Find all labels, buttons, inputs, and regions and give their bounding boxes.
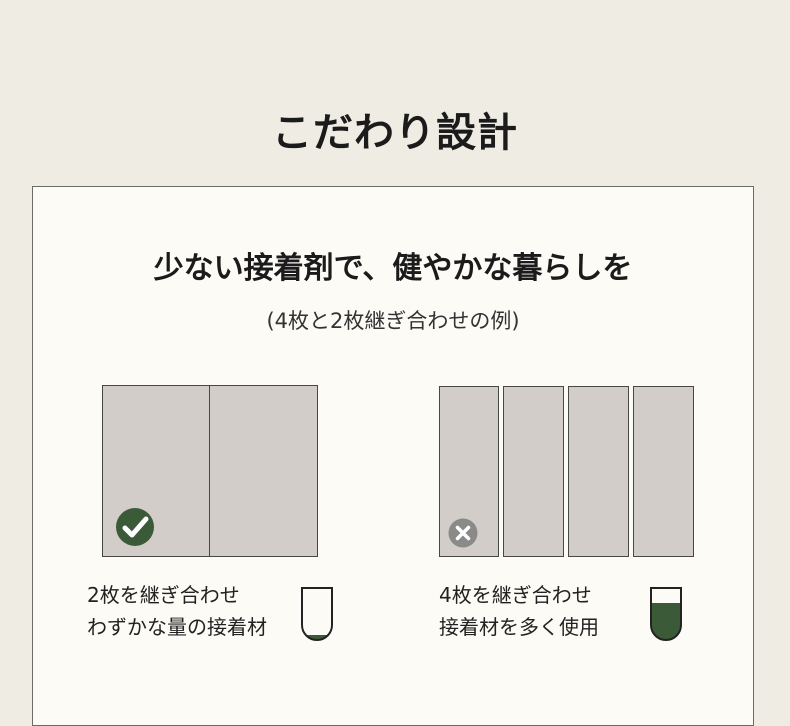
wood-panel — [503, 386, 564, 557]
caption-line: 2枚を継ぎ合わせ — [87, 583, 240, 607]
check-circle-icon — [115, 507, 155, 547]
wood-panel — [568, 386, 629, 557]
caption-line: わずかな量の接着材 — [87, 615, 267, 639]
comparison-card: 少ない接着剤で、健やかな暮らしを (4枚と2枚継ぎ合わせの例) 2枚を継ぎ合わせ… — [32, 186, 754, 726]
caption-line: 4枚を継ぎ合わせ — [439, 583, 592, 607]
example-caption: 4枚を継ぎ合わせ 接着材を多く使用 — [439, 579, 599, 643]
caption-line: 接着材を多く使用 — [439, 615, 599, 639]
card-heading: 少ない接着剤で、健やかな暮らしを — [153, 251, 633, 286]
page-title: こだわり設計 — [272, 110, 518, 156]
adhesive-cup-icon — [299, 585, 335, 643]
wood-panel — [633, 386, 694, 557]
adhesive-cup-icon — [648, 585, 684, 643]
example-caption: 2枚を継ぎ合わせ わずかな量の接着材 — [87, 579, 267, 643]
cross-circle-icon — [448, 518, 478, 548]
wood-panel — [209, 385, 318, 557]
card-subheading: (4枚と2枚継ぎ合わせの例) — [266, 309, 520, 333]
